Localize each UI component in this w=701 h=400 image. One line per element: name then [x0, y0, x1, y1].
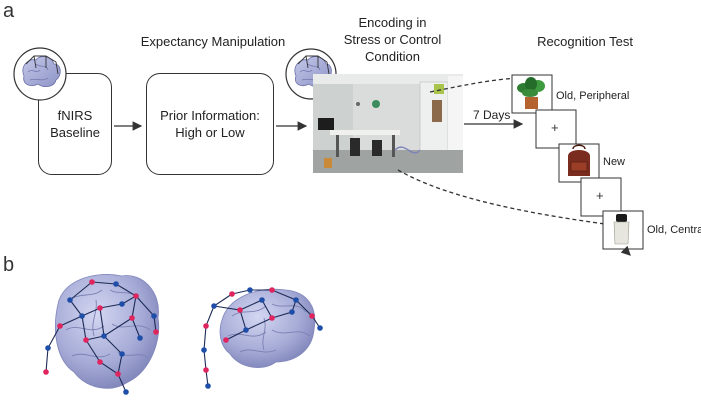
recognition-card-2 — [535, 109, 577, 149]
baseline-line-1: fNIRS — [57, 108, 93, 123]
card-label-old-peripheral: Old, Peripheral — [556, 90, 630, 102]
recognition-card-5 — [602, 210, 644, 250]
expectancy-title: Expectancy Manipulation — [140, 34, 286, 49]
prior-information-box: Prior Information: High or Low — [146, 73, 274, 175]
fixation-cross-1: + — [551, 120, 559, 135]
delay-label: 7 Days — [473, 108, 511, 122]
bottle-icon — [613, 214, 630, 245]
brain-cap-icon-baseline — [13, 47, 67, 101]
encoding-title: Encoding in Stress or Control Condition — [320, 14, 465, 65]
panel-label-b: b — [3, 254, 15, 276]
recognition-card-4 — [580, 177, 622, 217]
prior-info-line-2: High or Low — [175, 125, 245, 140]
card-label-new: New — [603, 156, 626, 168]
prior-info-line-1: Prior Information: — [160, 108, 260, 123]
brain-render-left — [43, 274, 160, 395]
plant-icon — [517, 77, 545, 109]
optodes-right — [201, 287, 323, 389]
sequence-continue-arrow — [620, 245, 631, 256]
dashed-connector-peripheral — [429, 77, 521, 93]
encoding-title-line-3: Condition — [365, 49, 420, 64]
panel-label-a: a — [3, 0, 15, 22]
encoding-room-photo — [313, 74, 463, 173]
encoding-title-line-2: Stress or Control — [343, 32, 442, 47]
baseline-line-2: Baseline — [50, 125, 100, 140]
backpack-icon — [568, 144, 590, 176]
recognition-title: Recognition Test — [537, 34, 633, 49]
brain-render-right — [201, 287, 323, 389]
card-label-old-central: Old, Central — [647, 224, 701, 236]
recognition-card-1 — [511, 74, 553, 114]
encoding-title-line-1: Encoding in — [358, 15, 427, 30]
recognition-card-3 — [558, 143, 600, 183]
optodes-left — [43, 279, 159, 395]
dashed-connector-central — [397, 169, 606, 225]
fnirs-baseline-box: fNIRS Baseline — [38, 73, 112, 175]
fixation-cross-2: + — [596, 188, 604, 203]
